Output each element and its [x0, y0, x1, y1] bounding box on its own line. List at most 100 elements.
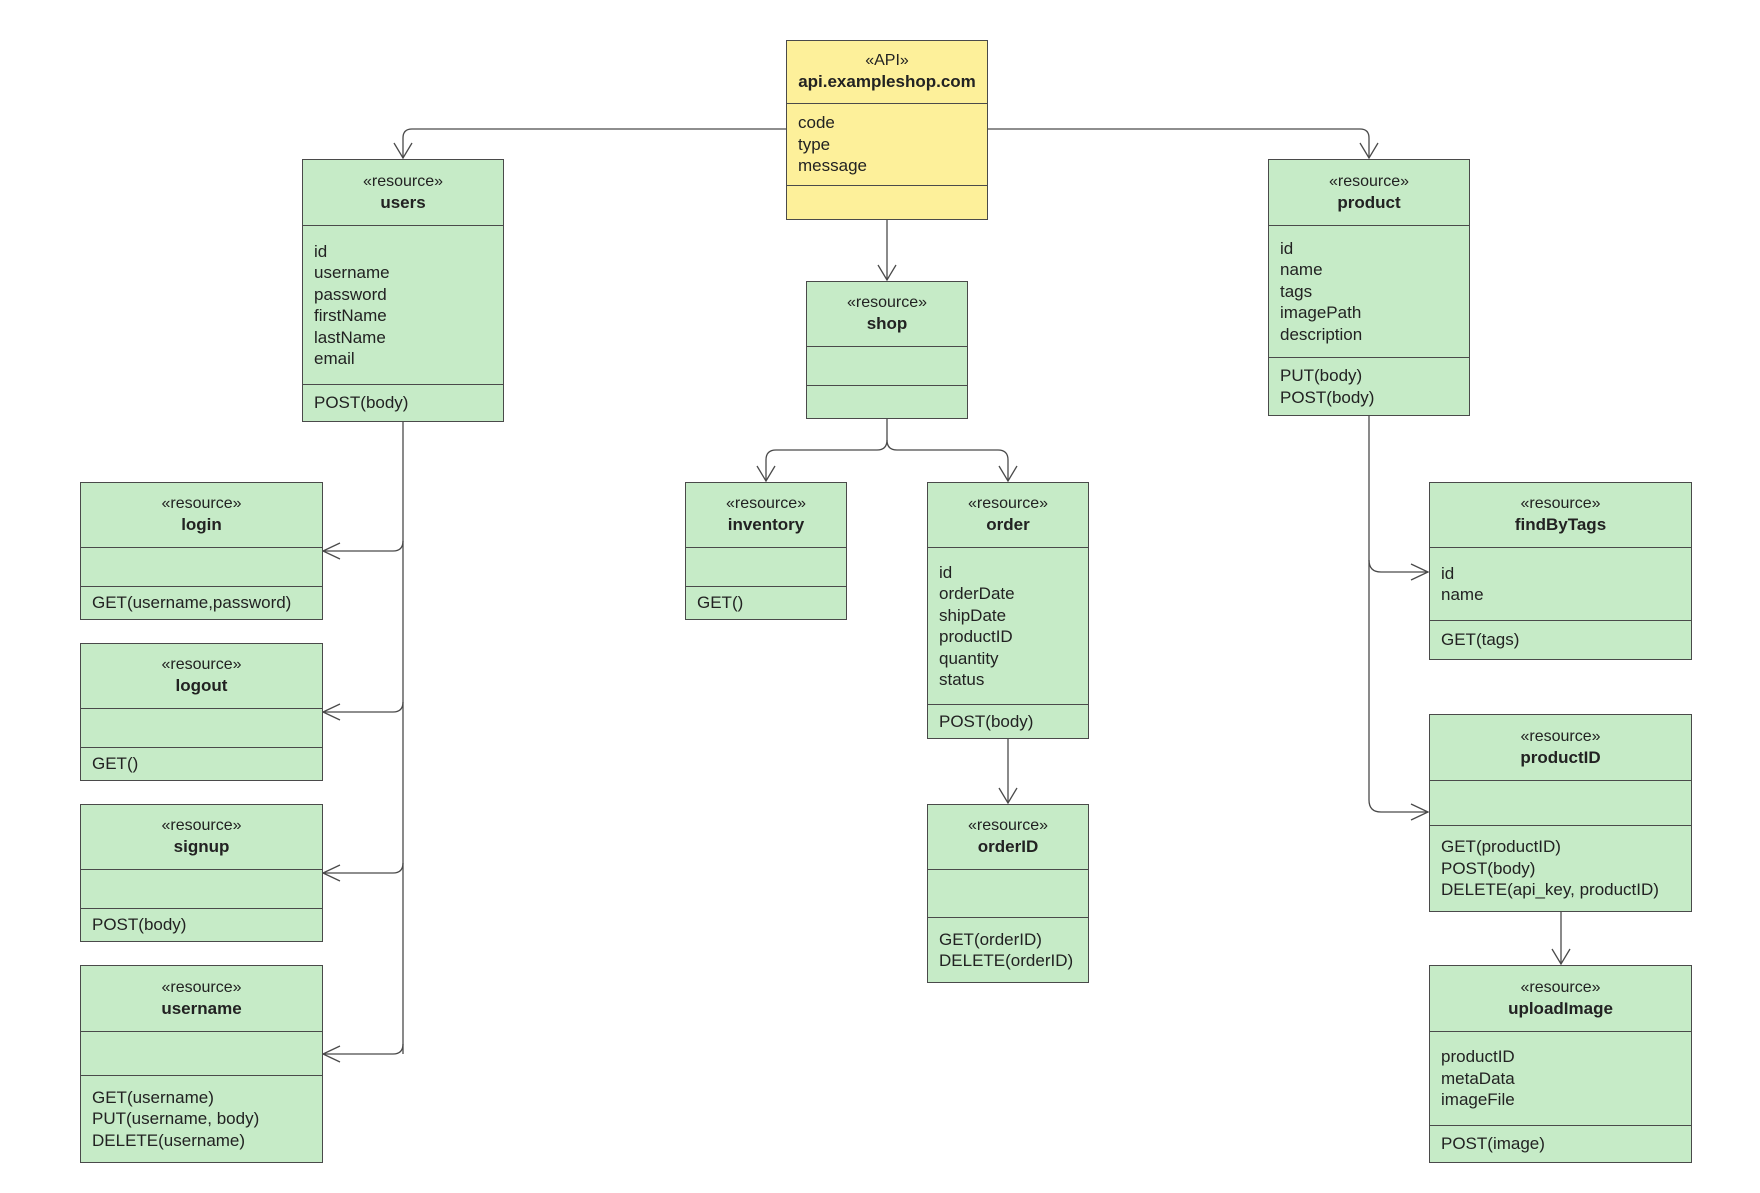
resource-name: productID — [1520, 747, 1601, 767]
connector-users-child — [323, 701, 404, 713]
method: GET(orderID) — [939, 929, 1042, 949]
attribute: status — [939, 670, 985, 689]
methods-section: POST(image) — [1430, 1125, 1691, 1162]
stereotype-label: «resource» — [1520, 495, 1601, 512]
attribute: description — [1280, 324, 1363, 344]
resource-name: logout — [175, 676, 228, 695]
attributes-section — [928, 869, 1088, 917]
attributes-section — [81, 1031, 322, 1075]
stereotype-label: «resource» — [967, 495, 1049, 512]
resource-name: orderID — [977, 837, 1039, 856]
method: DELETE(username) — [92, 1130, 246, 1150]
stereotype-label: «resource» — [967, 817, 1049, 834]
api-methods — [787, 185, 987, 219]
attribute: name — [1441, 585, 1484, 604]
method: POST(body) — [1441, 858, 1536, 878]
stereotype-label: «resource» — [725, 495, 807, 512]
resource-uploadImage: «resource» uploadImage productID metaDat… — [1429, 965, 1692, 1163]
attribute: imageFile — [1441, 1090, 1515, 1110]
attribute: orderDate — [939, 584, 1015, 603]
method: DELETE(api_key, productID) — [1441, 880, 1659, 900]
attribute: shipDate — [939, 605, 1007, 625]
resource-logout: «resource» logout GET() — [80, 643, 323, 781]
arrowhead-icon — [1410, 803, 1430, 821]
resource-signup: «resource» signup POST(body) — [80, 804, 323, 942]
methods-section: GET(productID) POST(body) DELETE(api_key… — [1430, 825, 1691, 911]
connector-product-findByTags — [1368, 559, 1428, 573]
stereotype-label: «resource» — [1520, 727, 1601, 745]
methods-section: GET(username) PUT(username, body) DELETE… — [81, 1075, 322, 1162]
resource-header: «resource» uploadImage — [1430, 966, 1691, 1031]
resource-users: «resource» users id username password fi… — [302, 159, 504, 422]
stereotype-label: «resource» — [846, 294, 928, 311]
attributes-section: id name — [1430, 547, 1691, 620]
resource-header: «resource» username — [81, 966, 322, 1031]
attribute: name — [1280, 260, 1323, 280]
resource-name: shop — [866, 314, 908, 333]
arrowhead-icon — [1359, 142, 1379, 160]
resource-productID: «resource» productID GET(productID) POST… — [1429, 714, 1692, 912]
resource-name: product — [1337, 192, 1401, 212]
attribute: type — [798, 134, 831, 154]
api-name: api.exampleshop.com — [798, 72, 976, 91]
resource-name: inventory — [727, 515, 805, 534]
attribute: code — [798, 113, 835, 133]
connector-api-product — [988, 128, 1370, 158]
methods-section: GET() — [81, 747, 322, 780]
api-stereotype: «API» — [865, 52, 909, 69]
attributes-section: id orderDate shipDate productID quantity… — [928, 547, 1088, 704]
attributes-section — [1430, 780, 1691, 825]
resource-name: findByTags — [1514, 515, 1607, 534]
resource-shop: «resource» shop — [806, 281, 968, 419]
methods-section — [807, 385, 967, 418]
methods-section: PUT(body) POST(body) — [1269, 357, 1469, 415]
attributes-section — [807, 346, 967, 385]
method: POST(body) — [92, 915, 187, 935]
methods-section: POST(body) — [303, 384, 503, 421]
resource-inventory: «resource» inventory GET() — [685, 482, 847, 620]
methods-section: GET(tags) — [1430, 620, 1691, 659]
attributes-section: id name tags imagePath description — [1269, 225, 1469, 357]
arrowhead-icon — [998, 465, 1018, 483]
connector-shop-order — [886, 439, 1009, 481]
method: POST(image) — [1441, 1134, 1545, 1154]
arrowhead-icon — [321, 1045, 341, 1063]
stereotype-label: «resource» — [1328, 172, 1410, 190]
attribute: message — [798, 156, 867, 176]
arrowhead-icon — [1410, 563, 1430, 581]
methods-section: GET() — [686, 586, 846, 619]
stereotype-label: «resource» — [1520, 978, 1601, 996]
resource-header: «resource» shop — [807, 282, 967, 346]
method: GET(username) — [92, 1087, 214, 1107]
attribute: metaData — [1441, 1068, 1515, 1088]
connector-product-productID — [1368, 416, 1428, 813]
attribute: productID — [1441, 1047, 1515, 1067]
attributes-section — [686, 547, 846, 586]
method: PUT(body) — [1280, 366, 1363, 385]
resource-username: «resource» username GET(username) PUT(us… — [80, 965, 323, 1163]
resource-header: «resource» findByTags — [1430, 483, 1691, 547]
resource-orderID: «resource» orderID GET(orderID) DELETE(o… — [927, 804, 1089, 983]
api-attributes: code type message — [787, 103, 987, 185]
resource-name: order — [986, 515, 1030, 534]
attribute: id — [314, 241, 328, 261]
connector-users-child — [323, 1043, 404, 1055]
api-header: «API» api.exampleshop.com — [787, 41, 987, 103]
arrowhead-icon — [1551, 948, 1571, 966]
arrowhead-icon — [877, 264, 897, 282]
stereotype-label: «resource» — [161, 495, 242, 512]
method: GET() — [697, 593, 744, 613]
stereotype-label: «resource» — [161, 656, 242, 673]
arrowhead-icon — [321, 864, 341, 882]
method: DELETE(orderID) — [939, 951, 1074, 970]
arrowhead-icon — [756, 465, 776, 483]
stereotype-label: «resource» — [161, 978, 242, 996]
attribute: lastName — [314, 327, 386, 347]
attribute: password — [314, 284, 387, 304]
resource-header: «resource» order — [928, 483, 1088, 547]
method: GET(username,password) — [92, 593, 292, 613]
methods-section: POST(body) — [928, 704, 1088, 738]
method: GET(tags) — [1441, 630, 1520, 650]
methods-section: POST(body) — [81, 908, 322, 941]
